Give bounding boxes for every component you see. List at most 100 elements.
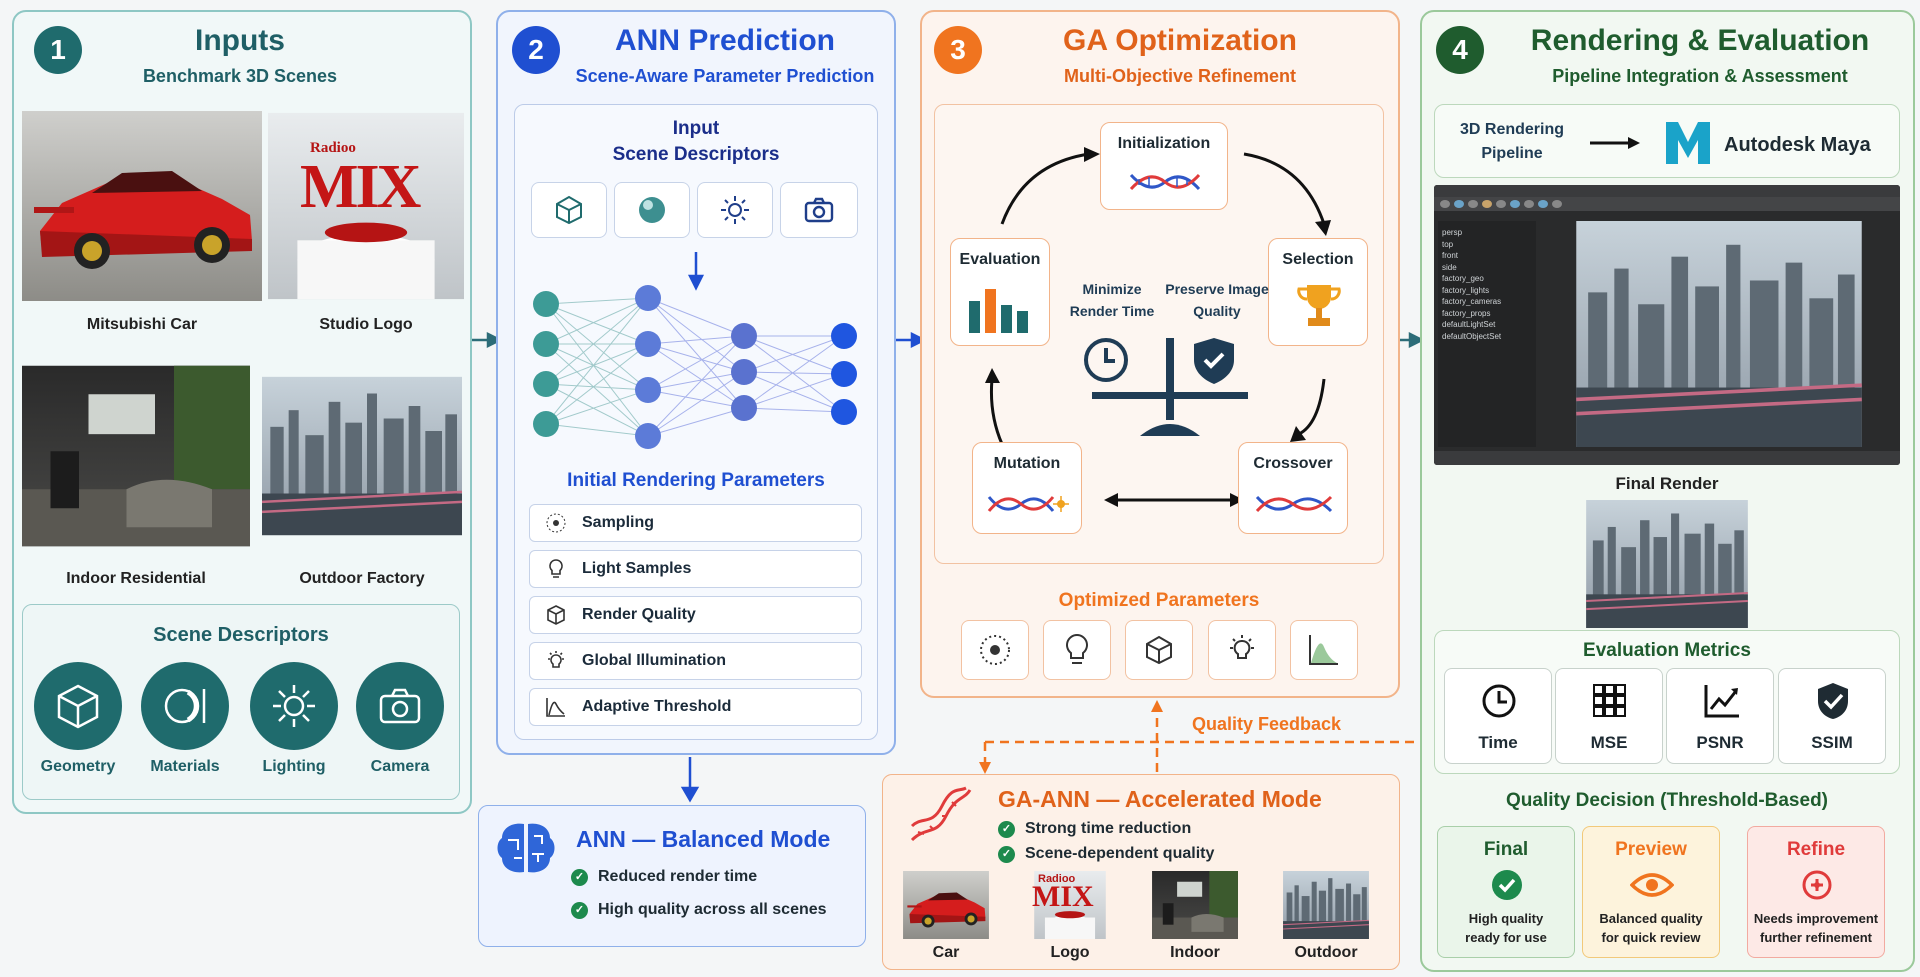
materials-icon: [141, 662, 229, 750]
metric-label: MSE: [1590, 733, 1628, 752]
mutation-dna-icon: [987, 496, 1069, 512]
param-label: Global Illumination: [582, 652, 726, 669]
outliner-item[interactable]: top: [1442, 239, 1454, 249]
outliner-item[interactable]: factory_lights: [1442, 285, 1490, 295]
minimize-render-time-label: Minimize Render Time: [1069, 281, 1155, 319]
decision-text: Needs improvement: [1753, 911, 1879, 926]
balance-scale-icon: [1084, 338, 1248, 436]
clock-icon: [1482, 684, 1516, 718]
opt-illumination-icon: [1208, 620, 1276, 680]
scene-label-car: Mitsubishi Car: [86, 316, 198, 333]
outdoor-factory-image: [262, 375, 462, 537]
decision-final: Final High quality ready for use: [1437, 826, 1575, 958]
param-global-illumination: Global Illumination: [529, 642, 862, 680]
cube-icon: [530, 604, 582, 626]
bullet-text: High quality across all scenes: [598, 901, 827, 918]
outliner-item[interactable]: persp: [1442, 228, 1463, 237]
outliner-item[interactable]: side: [1442, 262, 1457, 272]
node-label: Evaluation: [959, 251, 1041, 268]
quality-decision-title: Quality Decision (Threshold-Based): [1506, 790, 1828, 811]
refine-icon: [1802, 870, 1832, 900]
scene-label-logo: Studio Logo: [319, 316, 413, 333]
dna-icon: [1129, 173, 1201, 191]
outliner-item[interactable]: factory_props: [1442, 308, 1491, 318]
outliner-item[interactable]: defaultLightSet: [1442, 320, 1496, 329]
outliner-item[interactable]: defaultObjectSet: [1442, 331, 1502, 341]
maya-viewport-screenshot: persp top front side factory_geo factory…: [1434, 185, 1900, 465]
decision-text: for quick review: [1601, 930, 1701, 945]
descriptor-camera: Camera: [370, 758, 430, 775]
grid-icon: [1593, 684, 1626, 717]
maya-label: Autodesk Maya: [1724, 134, 1871, 156]
outliner-item[interactable]: factory_geo: [1442, 274, 1484, 283]
node-label: Mutation: [993, 455, 1061, 472]
decision-text: High quality: [1468, 911, 1544, 926]
quality-feedback-label: Quality Feedback: [1192, 714, 1342, 734]
node-label: Initialization: [1117, 135, 1211, 152]
thumb-label-car: Car: [932, 944, 960, 961]
final-render-label: Final Render: [1615, 474, 1719, 493]
thumb-label-logo: Logo: [1050, 944, 1090, 961]
brain-icon: [497, 823, 555, 873]
ann-materials-icon: [614, 182, 690, 238]
param-sampling: Sampling: [529, 504, 862, 542]
metric-time: Time: [1444, 668, 1552, 764]
inputs-subtitle: Benchmark 3D Scenes: [142, 66, 338, 86]
maya-viewport-render: [1542, 221, 1896, 447]
bullet-text: Scene-dependent quality: [1025, 845, 1215, 862]
trophy-icon: [1297, 285, 1341, 326]
thumb-logo-text-big: MIX: [1032, 880, 1094, 913]
param-render-quality: Render Quality: [529, 596, 862, 634]
thumb-logo-text-small: Radioo: [1038, 873, 1076, 885]
decision-refine: Refine Needs improvement further refinem…: [1747, 826, 1885, 958]
logo-text-small: Radioo: [310, 140, 356, 156]
outliner-item[interactable]: front: [1442, 251, 1459, 260]
bulb-rays-icon: [530, 650, 582, 672]
param-label: Sampling: [582, 514, 655, 531]
accelerated-mode-title: GA-ANN — Accelerated Mode: [998, 786, 1322, 812]
ann-lighting-icon: [697, 182, 773, 238]
ann-camera-icon: [780, 182, 858, 238]
step-number-1: 1: [34, 26, 82, 74]
accelerated-bullet-2: ✓Scene-dependent quality: [998, 845, 1214, 863]
opt-bulb-icon: [1043, 620, 1111, 680]
metric-label: PSNR: [1696, 733, 1744, 752]
metric-mse: MSE: [1555, 668, 1663, 764]
opt-threshold-icon: [1290, 620, 1358, 680]
thumb-label-outdoor: Outdoor: [1294, 944, 1358, 961]
ann-prediction-subtitle: Scene-Aware Parameter Prediction: [575, 66, 875, 86]
decision-text: ready for use: [1465, 930, 1547, 945]
geometry-icon: [34, 662, 122, 750]
descriptor-geometry: Geometry: [40, 758, 116, 775]
balanced-bullet-2: ✓High quality across all scenes: [571, 901, 827, 919]
dna-icon: [910, 786, 972, 842]
thumb-car: [903, 871, 989, 939]
preserve-image-quality-label: Preserve Image Quality: [1165, 281, 1269, 319]
balanced-bullet-1: ✓Reduced render time: [571, 868, 757, 886]
outliner-item[interactable]: factory_cameras: [1442, 297, 1502, 306]
scene-descriptors-title: Scene Descriptors: [153, 624, 329, 646]
ga-optimization-subtitle: Multi-Objective Refinement: [1063, 66, 1297, 86]
step-number-3: 3: [934, 26, 982, 74]
mitsubishi-car-image: [22, 111, 262, 301]
initial-params-title: Initial Rendering Parameters: [567, 470, 825, 491]
ga-node-mutation: Mutation: [972, 442, 1082, 534]
neural-network-diagram: [533, 252, 857, 449]
ga-node-selection: Selection: [1268, 238, 1368, 346]
param-light-samples: Light Samples: [529, 550, 862, 588]
inputs-title: Inputs: [195, 24, 285, 57]
check-icon: ✓: [571, 868, 588, 886]
lighting-icon: [250, 662, 338, 750]
step-number-2: 2: [512, 26, 560, 74]
check-icon: ✓: [998, 820, 1015, 838]
bullet-text: Strong time reduction: [1025, 820, 1192, 837]
decision-head: Preview: [1615, 839, 1687, 860]
opt-sampling-icon: [961, 620, 1029, 680]
final-render-image: [1434, 500, 1900, 628]
ga-node-evaluation: Evaluation: [950, 238, 1050, 346]
sampling-icon: [530, 512, 582, 534]
line-chart-icon: [1704, 685, 1739, 718]
eye-icon: [1630, 873, 1674, 897]
balanced-mode-title: ANN — Balanced Mode: [576, 826, 831, 852]
bulb-icon: [530, 558, 582, 580]
